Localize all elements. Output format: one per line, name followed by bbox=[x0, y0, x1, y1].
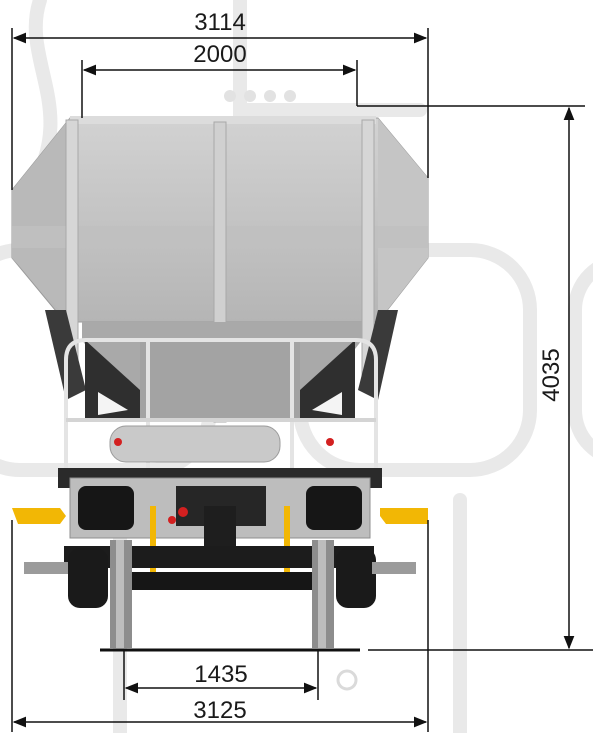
dimension-overall-width-top: 3114 bbox=[12, 9, 428, 44]
cylinder bbox=[109, 425, 281, 463]
side-frames bbox=[45, 310, 398, 420]
overall-width-bottom-label: 3125 bbox=[193, 697, 246, 724]
dimension-overall-width-bottom: 3125 bbox=[12, 697, 428, 728]
background-pattern-dots bbox=[224, 90, 358, 691]
dimension-hopper-width: 2000 bbox=[82, 41, 357, 76]
overall-height-label: 4035 bbox=[538, 348, 565, 401]
buffers bbox=[12, 506, 428, 576]
track-gauge-label: 1435 bbox=[194, 661, 247, 688]
extension-lines bbox=[11, 28, 593, 732]
dimension-track-gauge: 1435 bbox=[124, 661, 318, 694]
overall-width-top-label: 3114 bbox=[194, 9, 246, 36]
running-gear bbox=[24, 540, 416, 648]
head-stock bbox=[58, 438, 382, 566]
dimension-overall-height: 4035 bbox=[538, 106, 575, 650]
hopper-width-label: 2000 bbox=[193, 41, 246, 68]
